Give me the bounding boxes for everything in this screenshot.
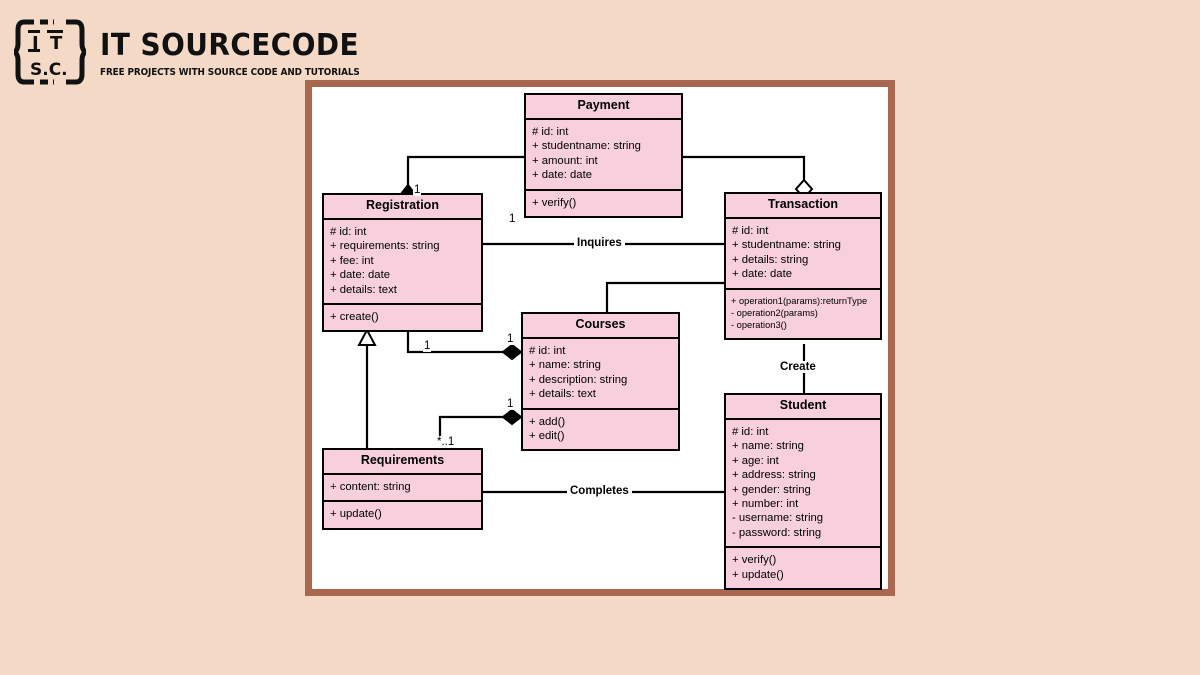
- operation-row: + update(): [732, 568, 784, 581]
- svg-text:T: T: [50, 33, 63, 54]
- class-operations-student: + verify() + update(): [726, 546, 880, 588]
- edge-courses-transaction: [605, 281, 727, 317]
- class-attributes-requirements: + content: string: [324, 475, 481, 500]
- relationship-label-inquires: Inquires: [574, 237, 625, 249]
- brand-text: IT SOURCECODE FREE PROJECTS WITH SOURCE …: [100, 27, 379, 78]
- brand-tagline: FREE PROJECTS WITH SOURCE CODE AND TUTOR…: [100, 66, 360, 78]
- class-operations-transaction: + operation1(params):returnType - operat…: [726, 287, 880, 338]
- class-name-student: Student: [726, 395, 880, 420]
- diagram-frame: 1 1 Inquires 1 1 1 *..1 Create Completes…: [305, 80, 895, 596]
- attribute-row: + details: text: [330, 283, 397, 296]
- operation-row: + update(): [330, 508, 382, 521]
- composition-diamond-courses-operations: [501, 408, 523, 426]
- attribute-row: + fee: int: [330, 254, 374, 267]
- class-attributes-courses: # id: int + name: string + description: …: [523, 339, 678, 408]
- class-box-courses[interactable]: Courses # id: int + name: string + descr…: [521, 312, 680, 452]
- class-box-payment[interactable]: Payment # id: int + studentname: string …: [524, 93, 683, 219]
- multiplicity-registration-courses-target: 1: [506, 333, 515, 345]
- multiplicity-requirements-courses-target: 1: [506, 398, 515, 410]
- operation-row: + operation1(params):returnType: [731, 295, 868, 306]
- attribute-row: + name: string: [529, 359, 601, 372]
- relationship-label-completes: Completes: [567, 485, 632, 497]
- attribute-row: + studentname: string: [732, 239, 841, 252]
- attribute-row: + date: date: [732, 268, 792, 281]
- edge-payment-registration: [406, 155, 524, 193]
- brand-logo: I T S.C. IT SOURCECODE FREE PROJECTS WIT…: [11, 18, 379, 86]
- operation-row: + verify(): [732, 554, 777, 567]
- class-operations-payment: + verify(): [526, 188, 681, 216]
- class-operations-requirements: + update(): [324, 500, 481, 527]
- class-attributes-payment: # id: int + studentname: string + amount…: [526, 120, 681, 189]
- edge-payment-transaction: [683, 155, 806, 187]
- multiplicity-payment-registration-source: 1: [508, 213, 517, 225]
- class-name-courses: Courses: [523, 314, 678, 339]
- composition-diamond-courses-attributes: [501, 343, 523, 361]
- attribute-row: + address: string: [732, 469, 816, 482]
- itsc-logo-icon: I T S.C.: [11, 18, 89, 86]
- class-attributes-registration: # id: int + requirements: string + fee: …: [324, 220, 481, 303]
- multiplicity-payment-registration-target: 1: [413, 184, 422, 196]
- operation-row: + edit(): [529, 430, 565, 443]
- attribute-row: + details: string: [732, 253, 809, 266]
- attribute-row: + content: string: [330, 480, 411, 493]
- attribute-row: + date: date: [330, 269, 390, 282]
- attribute-row: + number: int: [732, 498, 799, 511]
- attribute-row: + date: date: [532, 169, 592, 182]
- attribute-row: + requirements: string: [330, 240, 440, 253]
- attribute-row: # id: int: [330, 225, 367, 238]
- class-operations-courses: + add() + edit(): [523, 407, 678, 450]
- multiplicity-registration-courses-source: 1: [423, 340, 432, 352]
- class-name-transaction: Transaction: [726, 194, 880, 219]
- attribute-row: # id: int: [732, 224, 769, 237]
- attribute-row: + gender: string: [732, 483, 811, 496]
- operation-row: - operation2(params): [731, 307, 818, 318]
- relationship-label-create: Create: [777, 361, 819, 373]
- class-attributes-transaction: # id: int + studentname: string + detail…: [726, 219, 880, 288]
- brand-title: IT SOURCECODE: [100, 27, 360, 63]
- svg-text:I: I: [32, 33, 39, 54]
- attribute-row: # id: int: [532, 125, 569, 138]
- attribute-row: + description: string: [529, 373, 628, 386]
- attribute-row: + age: int: [732, 454, 779, 467]
- operation-row: + verify(): [532, 196, 577, 209]
- class-operations-registration: + create(): [324, 303, 481, 330]
- class-box-registration[interactable]: Registration # id: int + requirements: s…: [322, 193, 483, 333]
- class-attributes-student: # id: int + name: string + age: int + ad…: [726, 420, 880, 547]
- class-name-payment: Payment: [526, 95, 681, 120]
- attribute-row: + details: text: [529, 388, 596, 401]
- svg-text:S.C.: S.C.: [30, 60, 68, 80]
- attribute-row: + studentname: string: [532, 140, 641, 153]
- attribute-row: + amount: int: [532, 154, 598, 167]
- class-name-registration: Registration: [324, 195, 481, 220]
- attribute-row: + name: string: [732, 440, 804, 453]
- multiplicity-requirements-courses-source: *..1: [436, 436, 456, 448]
- class-box-transaction[interactable]: Transaction # id: int + studentname: str…: [724, 192, 882, 340]
- class-box-student[interactable]: Student # id: int + name: string + age: …: [724, 393, 882, 591]
- attribute-row: - username: string: [732, 512, 824, 525]
- attribute-row: # id: int: [529, 344, 566, 357]
- class-name-requirements: Requirements: [324, 450, 481, 475]
- uml-class-diagram: 1 1 Inquires 1 1 1 *..1 Create Completes…: [312, 87, 888, 591]
- class-box-requirements[interactable]: Requirements + content: string + update(…: [322, 448, 483, 530]
- operation-row: - operation3(): [731, 320, 787, 331]
- generalization-triangle-registration: [357, 327, 377, 346]
- attribute-row: # id: int: [732, 425, 769, 438]
- attribute-row: - password: string: [732, 526, 822, 539]
- operation-row: + add(): [529, 415, 566, 428]
- operation-row: + create(): [330, 311, 379, 324]
